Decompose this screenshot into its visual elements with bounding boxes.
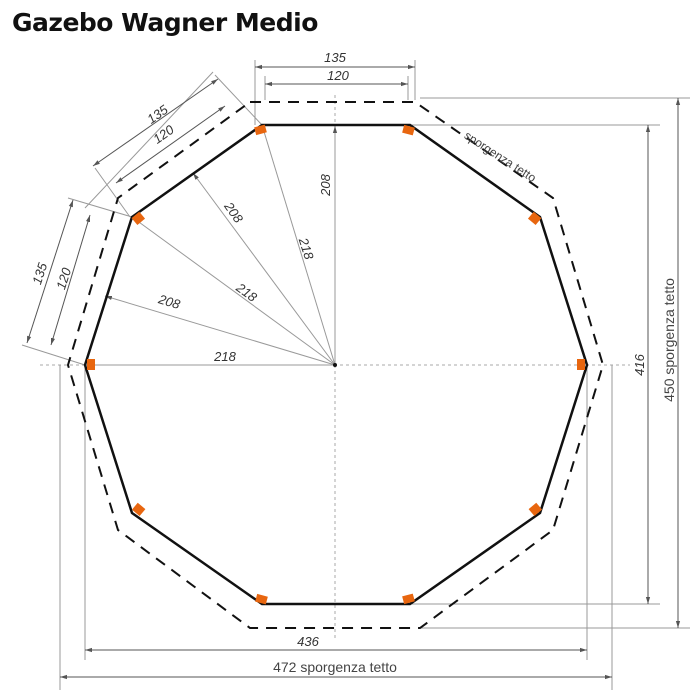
- roof-overhang-outline: [66, 101, 605, 629]
- page-title: Gazebo Wagner Medio: [12, 8, 318, 37]
- center-point: [333, 363, 337, 367]
- height-416-label: 416: [632, 353, 647, 375]
- post-markers: [87, 124, 585, 605]
- left-outer-label: 135: [29, 260, 50, 286]
- radius-left-218-label: 218: [233, 279, 261, 305]
- radius-left-208-label: 208: [156, 291, 183, 312]
- radius-horizontal-218-label: 218: [213, 349, 236, 364]
- left-inner-label: 120: [53, 265, 74, 291]
- radius-vertical-208-label: 208: [318, 173, 333, 196]
- radius-diag-208-label: 208: [221, 198, 247, 226]
- gazebo-outline: [83, 123, 589, 606]
- roof-overhang-label: sporgenza tetto: [462, 128, 539, 185]
- radius-lines: [85, 124, 338, 366]
- radius-diag-218-label: 218: [295, 235, 317, 262]
- dimension-lines: [26, 64, 681, 680]
- top-outer-label: 135: [324, 50, 346, 65]
- top-inner-label: 120: [327, 68, 349, 83]
- width-436-label: 436: [297, 634, 319, 649]
- width-472-label: 472 sporgenza tetto: [273, 659, 397, 675]
- extension-lines: [21, 60, 690, 690]
- height-450-label: 450 sporgenza tetto: [661, 278, 677, 402]
